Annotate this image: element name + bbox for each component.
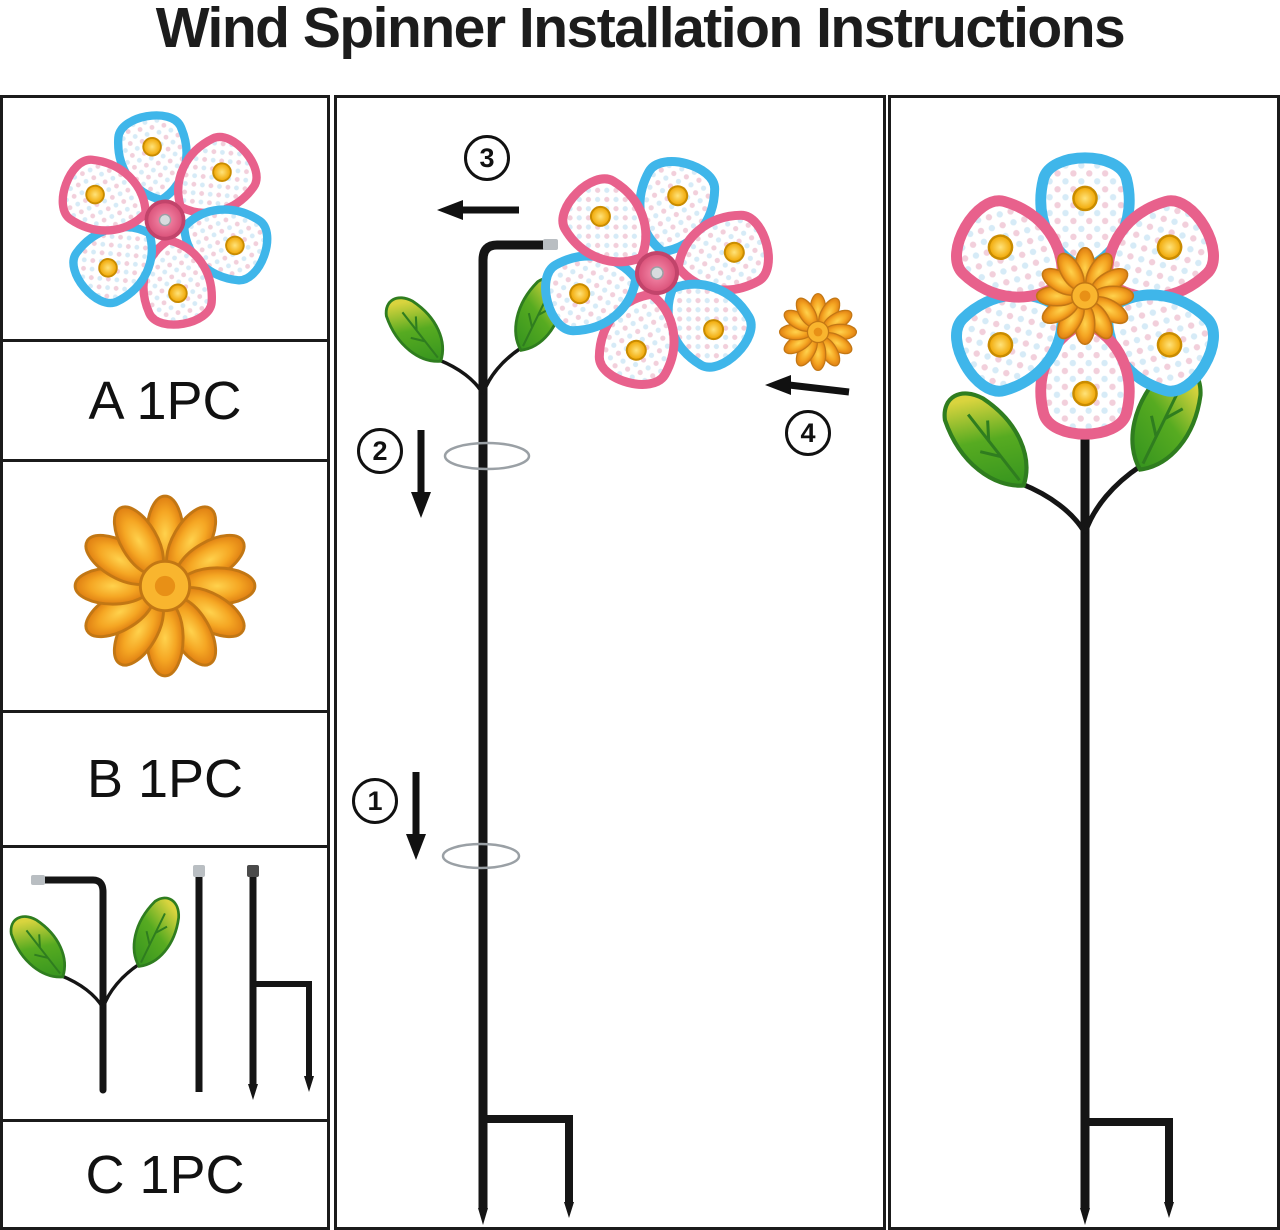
step-2-number: 2 <box>372 435 388 466</box>
step-arrows <box>406 200 850 860</box>
stake-fork-icon <box>483 1115 573 1204</box>
step-4-arrow-icon <box>788 381 850 396</box>
rod-tip-icon <box>193 865 205 877</box>
step-1-badge: 1 <box>352 778 398 824</box>
rod-tip-icon <box>31 875 45 885</box>
step-3-number: 3 <box>479 142 495 173</box>
bent-rod-icon <box>39 876 107 1094</box>
step-2-badge: 2 <box>357 428 403 474</box>
stake-fork-icon <box>253 981 312 1078</box>
flower-cap-icon <box>778 292 858 372</box>
part-c-label: C 1PC <box>85 1144 245 1205</box>
stake-fork-icon <box>1085 1118 1173 1204</box>
axle-tip-icon <box>543 239 558 250</box>
part-b-image-box <box>0 459 330 713</box>
hardware-parts-illustration <box>3 865 314 1100</box>
pinwheel-flower-icon <box>40 98 289 339</box>
pinwheel-flower-illustration <box>3 98 327 339</box>
pole-icon <box>478 240 554 1123</box>
part-c-label-box: C 1PC <box>0 1119 330 1230</box>
flower-cap-illustration <box>73 494 257 678</box>
rod-tip-icon <box>247 865 259 877</box>
assembled-panel <box>888 95 1280 1230</box>
step-3-badge: 3 <box>464 135 510 181</box>
part-b-label: B 1PC <box>86 749 244 809</box>
assembly-panel <box>334 95 886 1230</box>
assembled-product-illustration <box>891 98 1277 1225</box>
joint-ring-icon <box>441 842 521 870</box>
step-4-badge: 4 <box>785 410 831 456</box>
part-a-label-box: A 1PC <box>0 339 330 462</box>
step-4-number: 4 <box>800 417 816 448</box>
step-1-number: 1 <box>367 785 383 816</box>
part-a-image-box <box>0 95 330 342</box>
flower-cap-icon <box>73 494 257 678</box>
part-b-label-box: B 1PC <box>0 710 330 848</box>
part-a-label: A 1PC <box>88 370 242 431</box>
joint-ring-icon <box>443 441 531 471</box>
assembly-diagram <box>337 98 858 1225</box>
part-c-image-box <box>0 845 330 1122</box>
leaf-icon <box>3 892 188 1008</box>
pinwheel-flower-icon <box>515 134 798 413</box>
page-title: Wind Spinner Installation Instructions <box>155 0 1126 60</box>
